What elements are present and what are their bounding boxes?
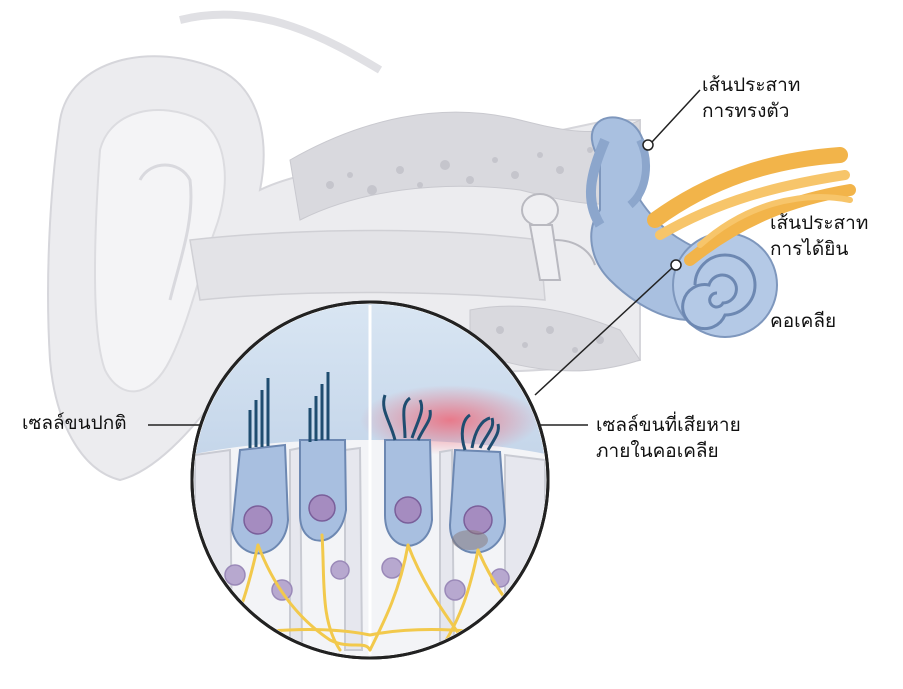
cochlea-pointer-dot — [670, 259, 682, 271]
cochlea-label-text: คอเคลีย — [770, 310, 837, 332]
normal-hair-cells-label-text: เซลล์ขนปกติ — [22, 412, 127, 434]
bone-pores — [326, 147, 604, 353]
vestibular-nerve-label-line1: เส้นประสาท — [702, 74, 801, 96]
magnified-hair-cells — [190, 300, 550, 660]
nerves — [647, 147, 856, 266]
vestibular-nerve-label: เส้นประสาท การทรงตัว — [702, 72, 800, 124]
damaged-hair-cells-label-line1: เซลล์ขนที่เสียหาย — [596, 414, 741, 436]
temporal-bone — [289, 111, 641, 372]
cochlea-label: คอเคลีย — [770, 308, 836, 334]
damaged-hair-cell-2 — [448, 413, 507, 554]
cochlear-nerve-label-line1: เส้นประสาท — [770, 212, 869, 234]
vestibular-nerve-label-line2: การทรงตัว — [702, 100, 790, 122]
damaged-hair-cells-label: เซลล์ขนที่เสียหาย ภายในคอเคลีย — [596, 412, 741, 464]
normal-hair-cells-label: เซลล์ขนปกติ — [22, 410, 127, 436]
damaged-hair-cells-label-line2: ภายในคอเคลีย — [596, 440, 719, 462]
cochlear-nerve-label: เส้นประสาท การได้ยิน — [770, 210, 868, 262]
normal-hair-cell-2 — [299, 372, 348, 542]
vestibular-pointer-dot — [642, 139, 654, 151]
ear-canal — [189, 229, 546, 301]
cochlear-nerve-label-line2: การได้ยิน — [770, 238, 849, 260]
normal-hair-cell-1 — [230, 378, 290, 555]
ossicles — [521, 193, 596, 281]
damaged-hair-cell-1 — [382, 394, 434, 547]
